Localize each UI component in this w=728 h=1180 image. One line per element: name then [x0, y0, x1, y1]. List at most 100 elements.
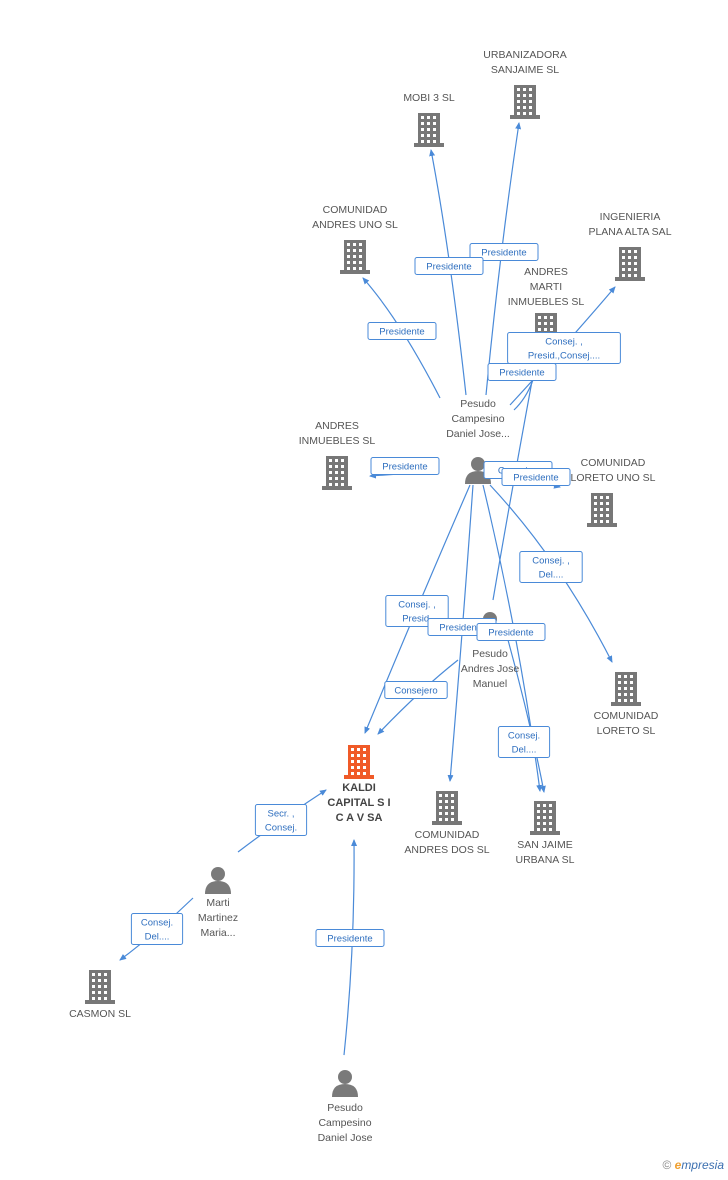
- node-label: KALDI: [342, 782, 376, 794]
- node-label: INMUEBLES SL: [299, 435, 376, 447]
- node-label: LORETO UNO SL: [571, 472, 656, 484]
- relation-label[interactable]: Presidente: [367, 322, 437, 340]
- relation-label-box: [497, 726, 551, 758]
- node-label: Campesino: [318, 1117, 371, 1129]
- relation-label[interactable]: Consej. Del....: [497, 726, 551, 758]
- node-label: SAN JAIME: [517, 839, 572, 851]
- company-node-mobi3[interactable]: MOBI 3 SL: [403, 92, 455, 147]
- node-label: CASMON SL: [69, 1008, 131, 1020]
- company-node-ingenieria[interactable]: INGENIERIA PLANA ALTA SAL: [588, 211, 672, 281]
- node-label: Maria...: [200, 927, 235, 939]
- relation-label-text: Presidente: [488, 628, 533, 639]
- node-label: CAPITAL S I: [327, 797, 390, 809]
- relation-label-text: Consej.: [141, 918, 173, 929]
- company-node-kaldi[interactable]: KALDI CAPITAL S I C A V SA: [327, 745, 391, 824]
- node-label: Marti: [206, 897, 229, 909]
- company-node-comunidad-loreto[interactable]: COMUNIDAD LORETO SL: [594, 672, 659, 737]
- relation-label-text: Presidente: [379, 327, 424, 338]
- relation-label-box: [370, 457, 440, 475]
- relation-label-box: [384, 681, 448, 699]
- relation-label-box: [254, 804, 308, 836]
- node-label: Martinez: [198, 912, 238, 924]
- relation-label[interactable]: Consejero: [384, 681, 448, 699]
- relation-label-box: [487, 363, 557, 381]
- node-label: SANJAIME SL: [491, 64, 559, 76]
- relation-label[interactable]: Presidente: [370, 457, 440, 475]
- building-icon: [510, 85, 540, 119]
- relation-edge: [492, 364, 537, 601]
- relation-label[interactable]: Presidente: [501, 468, 571, 486]
- node-label: Daniel Jose: [318, 1132, 373, 1144]
- node-label: Pesudo: [460, 398, 496, 410]
- building-icon: [344, 745, 374, 779]
- relation-label[interactable]: Presidente: [469, 243, 539, 261]
- building-icon: [85, 970, 115, 1004]
- relation-label-text: Secr. ,: [268, 809, 295, 820]
- node-label: PLANA ALTA SAL: [588, 226, 671, 238]
- relation-label-box: [315, 929, 385, 947]
- node-label: MARTI: [530, 281, 562, 293]
- building-icon: [615, 247, 645, 281]
- relation-label[interactable]: Consej. Del....: [130, 913, 184, 945]
- node-label: URBANA SL: [516, 854, 575, 866]
- brand-initial: e: [674, 1158, 682, 1172]
- relation-label-text: Presidente: [382, 462, 427, 473]
- person-icon: [332, 1070, 358, 1097]
- relation-label[interactable]: Consej. , Presid.,Consej....: [507, 332, 621, 364]
- node-label: COMUNIDAD: [415, 829, 480, 841]
- company-node-san-jaime[interactable]: SAN JAIME URBANA SL: [516, 801, 575, 866]
- relation-label-text: Consej.: [508, 731, 540, 742]
- node-label: LORETO SL: [597, 725, 656, 737]
- relation-label-box: [501, 468, 571, 486]
- building-icon: [414, 113, 444, 147]
- relation-label-text: Presidente: [327, 934, 372, 945]
- relation-label-text: Presid.,Consej....: [528, 351, 600, 362]
- node-label: ANDRES: [524, 266, 568, 278]
- relation-label[interactable]: Secr. ,Consej.: [254, 804, 308, 836]
- relation-label-box: [130, 913, 184, 945]
- copyright-symbol: ©: [662, 1158, 672, 1172]
- node-label: INMUEBLES SL: [508, 296, 585, 308]
- relation-label-text: Del....: [512, 745, 537, 756]
- person-node-marti-martinez[interactable]: MartiMartinezMaria...: [198, 867, 238, 939]
- relation-edge: [507, 639, 546, 793]
- relation-label-text: Presid.: [402, 614, 432, 625]
- building-icon: [587, 493, 617, 527]
- company-node-casmon[interactable]: CASMON SL: [69, 970, 131, 1020]
- relation-edge: [447, 484, 474, 782]
- relation-label[interactable]: Presidente: [414, 257, 484, 275]
- building-icon: [530, 801, 560, 835]
- relation-label-text: Presidente: [439, 623, 484, 634]
- relation-label[interactable]: Presidente: [476, 623, 546, 641]
- relation-label[interactable]: Presidente: [315, 929, 385, 947]
- relation-label-text: Del....: [145, 932, 170, 943]
- building-icon: [340, 240, 370, 274]
- node-label: ANDRES: [315, 420, 359, 432]
- company-node-andres-inmuebles[interactable]: ANDRES INMUEBLES SL: [299, 420, 376, 490]
- relation-label-text: Del....: [539, 570, 564, 581]
- relation-label-text: Consej. ,: [545, 337, 583, 348]
- node-label: Campesino: [451, 413, 504, 425]
- node-label: C A V SA: [336, 812, 383, 824]
- relation-edge: [343, 839, 358, 1056]
- relation-label[interactable]: Consej. , Del....: [519, 551, 583, 583]
- relation-label[interactable]: Presidente: [487, 363, 557, 381]
- relation-label-text: Consej. ,: [532, 556, 570, 567]
- relation-label-text: Presidente: [499, 368, 544, 379]
- node-label: Pesudo: [472, 648, 508, 660]
- relation-label-box: [367, 322, 437, 340]
- node-label: COMUNIDAD: [594, 710, 659, 722]
- relation-label-box: [476, 623, 546, 641]
- footer-credit[interactable]: © empresia: [662, 1158, 724, 1172]
- node-label: Daniel Jose...: [446, 428, 510, 440]
- node-label: ANDRES UNO SL: [312, 219, 398, 231]
- relation-label-text: Consej. ,: [398, 600, 436, 611]
- node-label: INGENIERIA: [600, 211, 661, 223]
- relation-label-box: [469, 243, 539, 261]
